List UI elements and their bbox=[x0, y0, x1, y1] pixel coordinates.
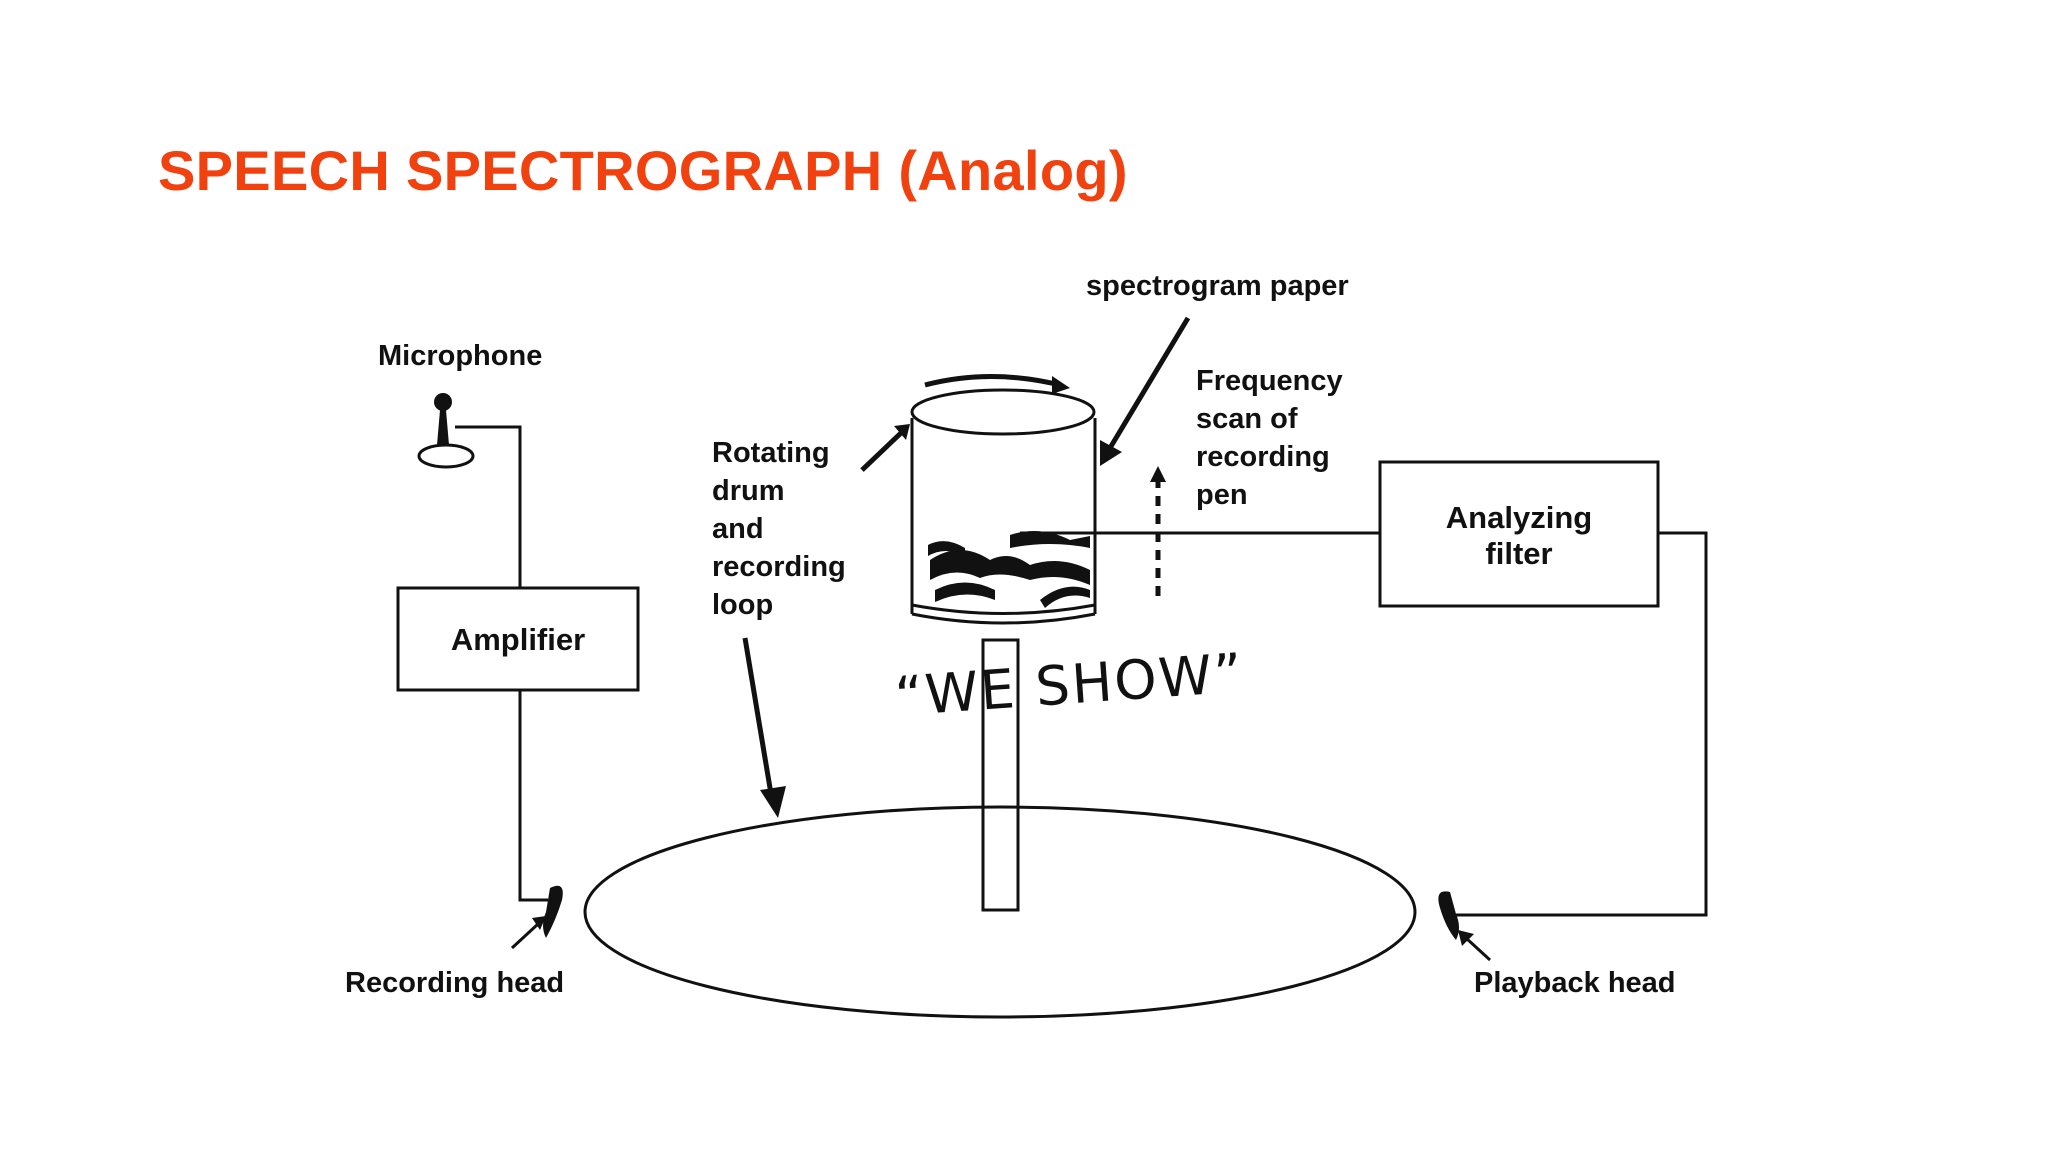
playback-head-arrow bbox=[1464, 936, 1492, 962]
microphone-icon bbox=[417, 393, 475, 469]
filter-playback-wire bbox=[1455, 531, 1708, 917]
svg-text:and: and bbox=[712, 513, 764, 545]
svg-text:loop: loop bbox=[712, 589, 773, 621]
spectrogram-paper-arrow bbox=[1107, 316, 1191, 450]
amplifier-box bbox=[396, 586, 640, 692]
rotating-drum-label: Rotating drum and recording loop bbox=[712, 437, 846, 621]
rotation-side-arrow bbox=[860, 430, 904, 472]
svg-text:filter: filter bbox=[1485, 536, 1552, 571]
analyzing-filter-label: Analyzing filter bbox=[1446, 500, 1592, 571]
slide-title: SPEECH SPECTROGRAPH (Analog) bbox=[158, 139, 1128, 202]
mic-amplifier-wire bbox=[455, 425, 522, 588]
utterance-label: “WE SHOW” bbox=[893, 641, 1246, 728]
frequency-scan-label: Frequency scan of recording pen bbox=[1196, 365, 1343, 511]
recording-head-label: Recording head bbox=[345, 967, 564, 999]
svg-text:recording: recording bbox=[712, 551, 846, 583]
spectrogram-paper-label: spectrogram paper bbox=[1086, 270, 1349, 302]
rotating-drum bbox=[910, 388, 1097, 625]
amplifier-head-wire bbox=[518, 690, 548, 902]
rotation-arrow-head bbox=[1052, 376, 1070, 394]
rotation-arrow bbox=[924, 374, 1061, 388]
amplifier-label: Amplifier bbox=[451, 622, 585, 657]
recording-loop bbox=[583, 805, 1417, 1019]
playback-head-icon bbox=[1438, 891, 1459, 940]
recording-head-icon bbox=[543, 885, 563, 938]
recording-head-arrow bbox=[510, 922, 540, 950]
svg-text:pen: pen bbox=[1196, 479, 1248, 511]
svg-text:Analyzing: Analyzing bbox=[1446, 500, 1592, 535]
drum-spindle bbox=[981, 638, 1020, 912]
spectrogram-marks bbox=[928, 531, 1090, 608]
svg-text:recording: recording bbox=[1196, 441, 1330, 473]
loop-pointer-arrow bbox=[742, 637, 775, 801]
svg-text:Frequency: Frequency bbox=[1196, 365, 1343, 397]
microphone-label: Microphone bbox=[378, 340, 542, 372]
playback-head-label: Playback head bbox=[1474, 967, 1676, 999]
svg-text:scan of: scan of bbox=[1196, 403, 1298, 435]
svg-text:Rotating: Rotating bbox=[712, 437, 830, 469]
svg-text:drum: drum bbox=[712, 475, 785, 507]
